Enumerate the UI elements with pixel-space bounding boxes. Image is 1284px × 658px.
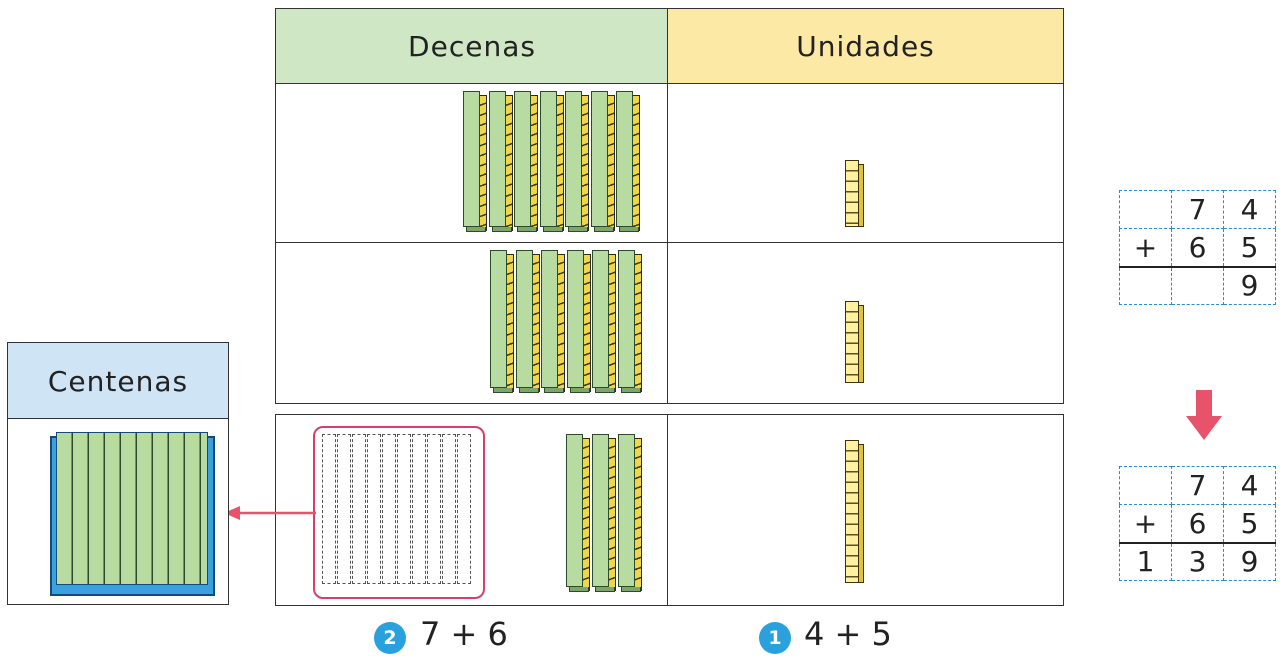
ten-rod-side — [531, 95, 538, 231]
row3-unidades — [667, 414, 1064, 606]
ten-rod-base — [493, 388, 513, 393]
grid-cell: 5 — [1223, 228, 1276, 267]
grid-cell: 9 — [1223, 541, 1276, 581]
ten-rod — [490, 250, 507, 388]
ghost-ten-rod — [367, 434, 381, 584]
ten-rod-side — [609, 254, 616, 392]
ten-rod-base — [544, 388, 564, 393]
unidades-label: Unidades — [796, 30, 935, 63]
ten-rod — [463, 91, 480, 227]
ghost-ten-rod — [382, 434, 396, 584]
ten-rod-base — [593, 227, 614, 232]
decenas-label: Decenas — [408, 30, 536, 63]
ten-rod — [590, 91, 608, 227]
ten-rod — [566, 434, 583, 587]
ten-rod-base — [518, 388, 539, 393]
ten-rod-side — [635, 438, 642, 591]
grid-cell: + — [1119, 504, 1172, 543]
ten-rod-side — [507, 254, 514, 392]
ghost-ten-rod — [397, 434, 411, 584]
unidades-header: Unidades — [667, 8, 1064, 85]
grid-cell: 6 — [1171, 228, 1224, 267]
ten-rod — [592, 434, 609, 587]
ten-rod-base — [619, 227, 639, 232]
ten-rod — [617, 250, 635, 388]
down-arrow-icon — [1186, 390, 1222, 440]
ten-rod — [514, 91, 531, 227]
ten-rod — [618, 434, 635, 587]
grid-cell: 7 — [1171, 466, 1224, 505]
grid-cell: 6 — [1171, 504, 1224, 543]
addition-grid-partial: 7 4 + 6 5 9 — [1119, 190, 1276, 305]
grouped-ten-rods-outline — [313, 426, 485, 599]
grid-cell — [1171, 265, 1224, 305]
centenas-label: Centenas — [47, 364, 189, 398]
grid-cell — [1119, 466, 1172, 505]
ten-rod — [566, 250, 584, 388]
ghost-ten-rod — [352, 434, 366, 584]
ghost-ten-rod — [442, 434, 456, 584]
ten-rod-side — [558, 254, 565, 392]
row2-unidades — [667, 242, 1064, 404]
ten-rod-side — [607, 95, 615, 231]
ten-rod-base — [466, 227, 486, 232]
ten-rod-side — [583, 438, 590, 591]
ten-rod-base — [621, 587, 641, 592]
grid-cell: 4 — [1223, 190, 1276, 229]
grid-cell: 1 — [1119, 541, 1172, 581]
addition-grid-complete: 7 4 + 6 5 1 3 9 — [1119, 466, 1276, 581]
ten-rod-base — [517, 227, 537, 232]
ghost-ten-rod — [412, 434, 426, 584]
ten-rod-side — [583, 254, 591, 392]
ten-rod — [592, 250, 609, 388]
ghost-ten-rod — [457, 434, 471, 584]
ten-rod-base — [569, 388, 590, 393]
grid-cell: 9 — [1223, 265, 1276, 305]
step-1-expression: 4 + 5 — [804, 615, 892, 653]
ten-rod-base — [620, 388, 641, 393]
ten-rod-side — [633, 95, 640, 231]
ten-rod — [616, 91, 633, 227]
grid-cell — [1119, 265, 1172, 305]
grid-cell — [1119, 190, 1172, 229]
left-arrow-icon — [224, 506, 316, 520]
ghost-ten-rod — [322, 434, 336, 584]
step-2-badge: 2 — [374, 622, 406, 654]
step-2-expression: 7 + 6 — [420, 615, 508, 653]
ghost-ten-rod — [337, 434, 351, 584]
ten-rod-side — [582, 95, 589, 231]
ten-rod-base — [491, 227, 512, 232]
grid-cell: 5 — [1223, 504, 1276, 543]
ten-rod-base — [568, 227, 588, 232]
ten-rod-side — [634, 254, 642, 392]
ten-rod-side — [556, 95, 564, 231]
ten-rod-side — [480, 95, 487, 231]
centenas-header: Centenas — [7, 342, 229, 420]
ten-rod — [565, 91, 582, 227]
ten-rod-side — [532, 254, 540, 392]
ghost-ten-rod — [427, 434, 441, 584]
grid-cell: + — [1119, 228, 1172, 267]
grid-cell: 4 — [1223, 466, 1276, 505]
grid-cell: 3 — [1171, 541, 1224, 581]
ten-rod — [515, 250, 533, 388]
grid-cell: 7 — [1171, 190, 1224, 229]
decenas-header: Decenas — [275, 8, 669, 85]
ten-rod-base — [542, 227, 563, 232]
ten-rod — [488, 91, 506, 227]
ten-rod-base — [595, 587, 615, 592]
ten-rod-side — [609, 438, 616, 591]
ten-rod-base — [595, 388, 615, 393]
step-1-badge: 1 — [759, 622, 791, 654]
ten-rod-base — [569, 587, 589, 592]
row1-unidades — [667, 83, 1064, 244]
ten-rod-side — [505, 95, 513, 231]
ten-rod — [541, 250, 558, 388]
ten-rod — [539, 91, 557, 227]
